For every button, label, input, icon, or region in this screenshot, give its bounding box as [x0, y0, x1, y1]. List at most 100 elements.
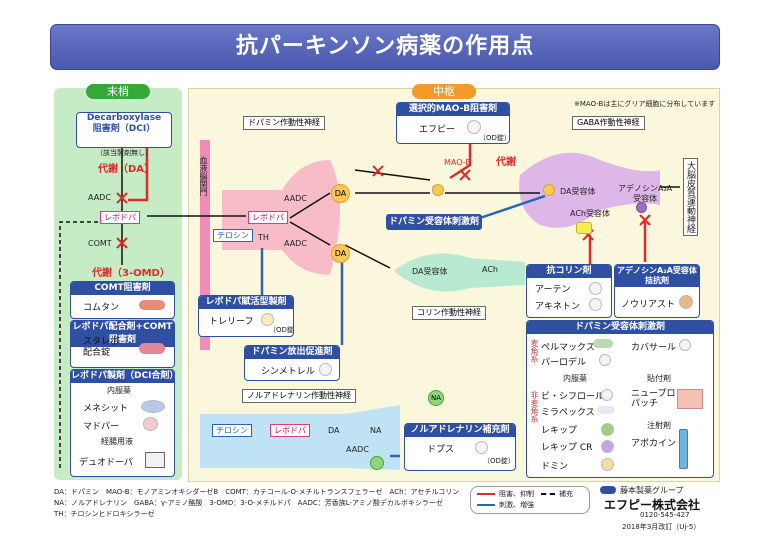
- arrow-legend: 阻害、抑制 刺激、増強 補充: [470, 486, 590, 514]
- levodopa-dci-title: レボドパ製剤（DCI合剤）: [71, 370, 175, 383]
- tyrosine-na: チロシン: [212, 424, 252, 437]
- comtan-tablet-icon: [139, 300, 165, 310]
- levodopa-na: レボドパ: [270, 424, 310, 437]
- neupro-patch-icon: [677, 389, 703, 409]
- supp-arrow-icon: [541, 493, 555, 495]
- cholinergic-neuron: [395, 253, 525, 292]
- comt-peripheral: COMT: [88, 239, 112, 248]
- adenosine-receptor: アデノシンA₂A 受容体: [618, 184, 673, 203]
- agonist-tag: ドパミン受容体刺激剤: [386, 214, 482, 230]
- drug-domin: ドミン: [541, 462, 569, 472]
- na-in-neuron: NA: [370, 426, 382, 435]
- company-tel: 0120-545-427: [640, 511, 690, 519]
- title-banner: 抗パーキンソン病薬の作用点: [50, 24, 720, 70]
- na-nerve-label: ノルアドレナリン作動性神経: [242, 389, 356, 403]
- metabolism-central: 代謝: [496, 157, 516, 168]
- drug-cabaser: カバサール: [631, 343, 677, 353]
- drug-menesit: メネシット: [83, 404, 129, 414]
- da-vesicle-lower: DA: [331, 244, 350, 263]
- gaba-neuron: [519, 152, 660, 228]
- da-vesicle-upper: DA: [331, 184, 350, 203]
- tyrosine-central: チロシン: [213, 229, 253, 242]
- drug-permax: ペルマックス: [541, 343, 595, 353]
- ergot-label: 麦角系: [530, 339, 539, 363]
- drug-nouriast: ノウリアスト: [621, 300, 676, 310]
- abbrev-line-1: DA：ドパミン MAO-B：モノアミンオキシダーゼB COMT：カテコール-O-…: [54, 488, 460, 496]
- da-receptor-gaba: DA受容体: [560, 187, 596, 196]
- stalevo-box: レボドパ配合剤+COMT阻害剤 スタレボ 配合錠: [70, 320, 175, 368]
- stalevo-tablet-icon: [139, 343, 165, 354]
- bbb-bar: [200, 140, 210, 350]
- na-molecule: NA: [428, 390, 444, 406]
- drug-mirapex: ミラペックス: [541, 408, 595, 418]
- trerief-note: （OD錠）: [269, 326, 294, 334]
- maob-inhibitor-title: 選択的MAO-B阻害剤: [397, 103, 509, 116]
- cabaser-tablet-icon: [679, 339, 691, 351]
- enteral-label: 経腸用液: [101, 437, 133, 446]
- patch-label: 貼付剤: [647, 374, 671, 383]
- ach-receptor: ACh受容体: [570, 209, 610, 218]
- drug-apokyn: アポカイン: [631, 439, 677, 449]
- ach-receptor-icon: [576, 222, 592, 234]
- permax-tablet-icon: [593, 339, 613, 348]
- da-receptor-cholin: DA受容体: [412, 267, 448, 276]
- dci-note: （該当製剤無し）: [96, 149, 152, 157]
- drug-artane: アーテン: [535, 285, 571, 295]
- anticholin-box: 抗コリン剤 アーテン アキネトン: [526, 264, 612, 318]
- na-vesicle-icon: [370, 456, 384, 470]
- ach-cholin: ACh: [482, 265, 498, 274]
- duodopa-cassette-icon: [145, 452, 165, 468]
- dci-inhibit-arrow: [128, 143, 149, 202]
- parlodel-tablet-icon: [599, 354, 611, 366]
- levodopa-enhancer-title: レボドパ賦活型製剤: [199, 296, 293, 309]
- artane-tablet-icon: [589, 282, 602, 295]
- levodopa-peripheral: レボドパ: [100, 211, 140, 224]
- maob-inhibit-line: [449, 140, 472, 180]
- gaba-nerve-label: GABA作動性神経: [572, 116, 645, 130]
- menesit-tablet-icon: [141, 400, 165, 413]
- comt-inhibitor-title: COMT阻害剤: [71, 282, 174, 295]
- injection-label: 注射剤: [647, 421, 671, 430]
- drug-stalevo: スタレボ 配合錠: [83, 337, 120, 358]
- levodopa-dci-box: レボドパ製剤（DCI合剤） 内服薬 メネシット マドパー 経腸用液 デュオドーパ: [70, 369, 175, 477]
- nonergot-label: 非麦角系: [530, 391, 539, 423]
- a2a-receptor-icon: [636, 202, 647, 213]
- metabolism-3omd: 代謝（3-OMD）: [92, 268, 170, 279]
- release-promoter-box: ドパミン放出促進剤 シンメトレル: [244, 345, 340, 381]
- company-name: エフピー株式会社: [604, 498, 701, 512]
- stalevo-title: レボドパ配合剤+COMT阻害剤: [71, 321, 174, 347]
- legend-stim: 刺激、増強: [499, 501, 534, 509]
- central-tab: 中枢: [412, 84, 476, 99]
- drug-madopar: マドパー: [83, 422, 120, 432]
- apokyn-pen-icon: [679, 429, 688, 469]
- da-molecule: [432, 184, 444, 196]
- agonist-list-title: ドパミン受容体刺激剤: [527, 321, 713, 334]
- aadc-central-lower: AADC: [284, 239, 307, 248]
- aadc-peripheral: AADC: [88, 193, 111, 202]
- drug-requip-cr: レキップ CR: [541, 443, 593, 453]
- drug-requip: レキップ: [541, 426, 578, 436]
- drug-fp: エフピー: [419, 125, 456, 135]
- maob-label: MAO-B: [444, 158, 471, 167]
- company-logo: [600, 486, 616, 494]
- bi-sifrol-tablet-icon: [601, 389, 613, 401]
- mao-note: ※MAO-Bは主にグリア細胞に分布しています: [574, 100, 716, 108]
- page-title: 抗パーキンソン病薬の作用点: [235, 34, 535, 59]
- abbrev-line-3: TH：チロシンヒドロキシラーゼ: [54, 510, 155, 518]
- peripheral-tab: 末梢: [86, 84, 150, 99]
- legend-supp: 補充: [559, 490, 573, 498]
- abbrev-line-2: NA：ノルアドレナリン GABA：γ-アミノ酪酸 3-OMD：3-O-メチルドパ…: [54, 499, 443, 507]
- block-arrow-icon: [477, 493, 495, 495]
- dci-box: Decarboxylase 阻害剤（DCI）: [76, 112, 172, 148]
- oral-label: 内服薬: [107, 386, 131, 395]
- dops-note: （OD錠）: [483, 457, 515, 465]
- stim-arrow-icon: [477, 504, 495, 506]
- drug-neupro: ニュープロ パッチ: [631, 389, 676, 409]
- company-group: 藤本製薬グループ: [620, 486, 684, 495]
- nouriast-tablet-icon: [679, 295, 693, 309]
- fp-note: （OD錠）: [479, 134, 510, 142]
- levodopa-central: レボドパ: [248, 211, 288, 224]
- aadc-na: AADC: [346, 445, 369, 454]
- requip-cr-tablet-icon: [601, 440, 614, 453]
- anticholin-title: 抗コリン剤: [527, 265, 611, 278]
